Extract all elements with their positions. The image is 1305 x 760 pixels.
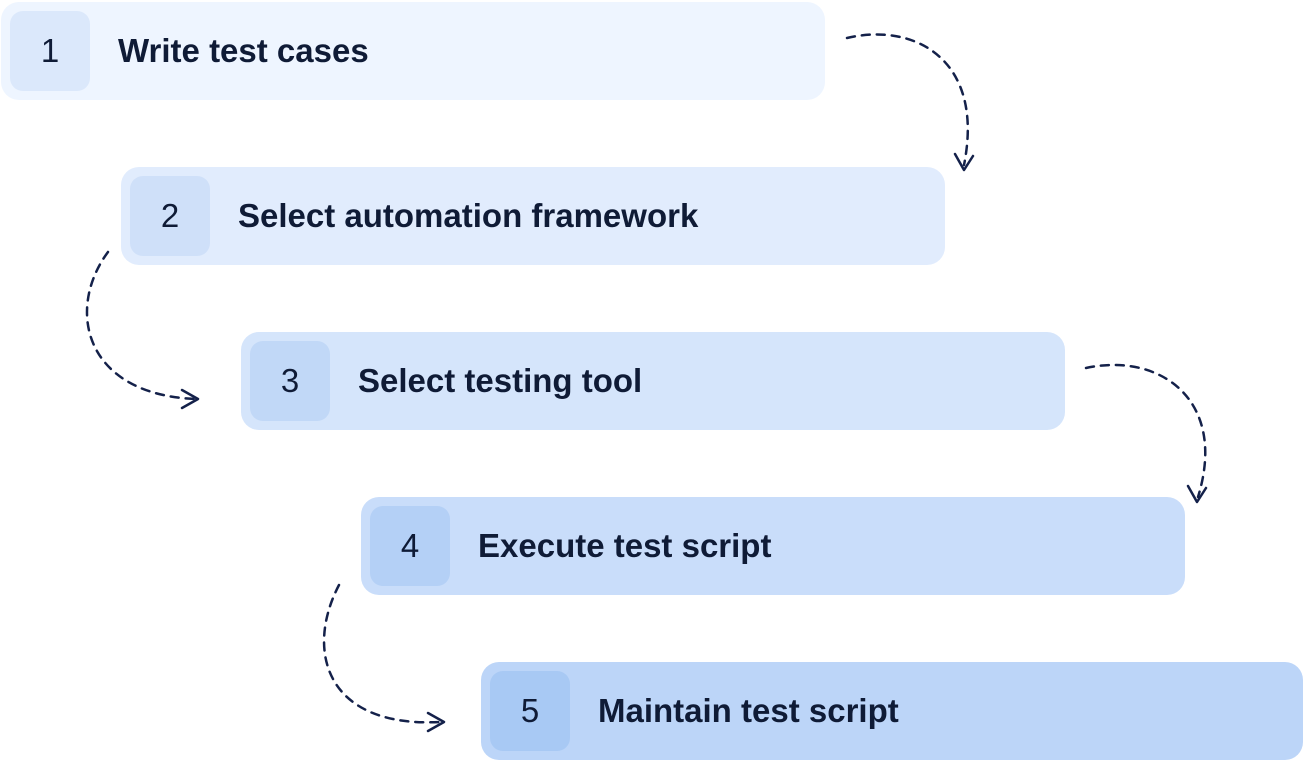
arrow-1-to-2-icon (845, 33, 975, 172)
step-4-number: 4 (370, 506, 450, 586)
arrow-3-to-4-icon (1084, 363, 1208, 504)
step-2-label: Select automation framework (238, 197, 699, 234)
step-2-number: 2 (130, 176, 210, 256)
step-5-label: Maintain test script (598, 692, 899, 729)
step-3-card: 3 Select testing tool (241, 332, 1065, 430)
step-1-card: 1 Write test cases (1, 2, 825, 100)
step-3-label: Select testing tool (358, 362, 643, 399)
step-5-number: 5 (490, 671, 570, 751)
arrow-2-to-3-icon (85, 250, 200, 410)
step-1-number: 1 (10, 11, 90, 91)
arrow-4-to-5-icon (322, 583, 446, 733)
step-4-card: 4 Execute test script (361, 497, 1185, 595)
step-4-label: Execute test script (478, 527, 772, 564)
step-1-label: Write test cases (118, 32, 369, 69)
step-2-card: 2 Select automation framework (121, 167, 945, 265)
step-5-card: 5 Maintain test script (481, 662, 1303, 760)
step-3-number: 3 (250, 341, 330, 421)
